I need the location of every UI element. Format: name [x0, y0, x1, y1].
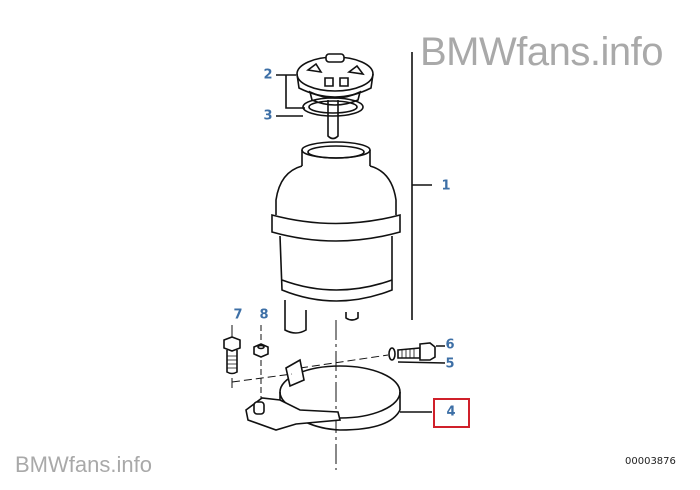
label-part-8[interactable]: 8 — [259, 307, 269, 323]
diagram-code: 00003876 — [625, 456, 676, 467]
label-part-3[interactable]: 3 — [263, 108, 273, 124]
watermark-top: BMWfans.info — [420, 30, 663, 74]
bolt-part-7 — [223, 325, 241, 388]
o-ring-part-3 — [302, 97, 364, 117]
label-part-1[interactable]: 1 — [441, 178, 451, 194]
label-part-5[interactable]: 5 — [445, 356, 455, 372]
part-1-bracket — [411, 52, 432, 320]
watermark-bottom: BMWfans.info — [15, 452, 152, 477]
cap-part-2 — [296, 53, 374, 106]
label-part-4[interactable]: 4 — [446, 404, 456, 420]
label-part-6[interactable]: 6 — [445, 337, 455, 353]
clamp-part-4 — [231, 358, 432, 431]
bolt-part-6-washer-part-5 — [299, 342, 446, 369]
reservoir-part-1 — [271, 141, 401, 334]
label-part-2[interactable]: 2 — [263, 67, 273, 83]
highlight-box — [433, 398, 470, 428]
label-part-7[interactable]: 7 — [233, 307, 243, 323]
nut-part-8 — [253, 325, 269, 400]
